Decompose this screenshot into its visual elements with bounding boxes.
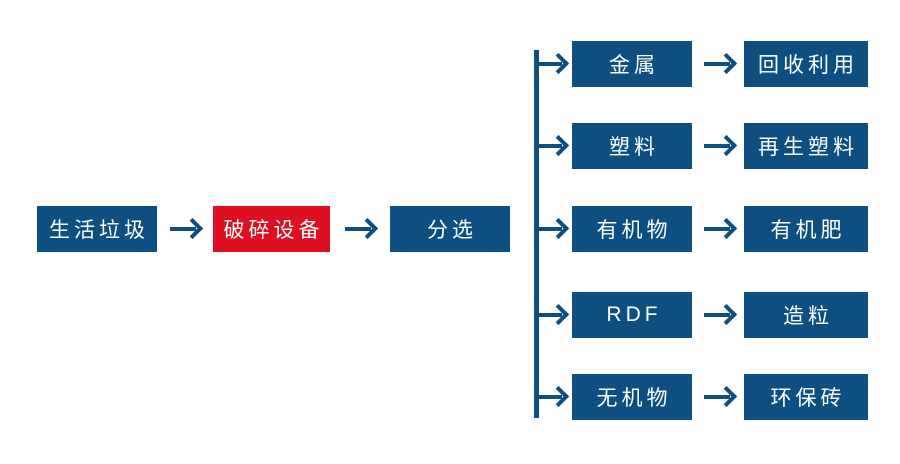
node-sorting: 分选 [390, 206, 510, 252]
branch-arrow-icon [536, 395, 562, 399]
node-household-waste: 生活垃圾 [37, 206, 157, 252]
flow-arrow-icon [704, 395, 730, 399]
branch-arrow-icon [536, 227, 562, 231]
node-recycling: 回收利用 [744, 41, 868, 87]
node-rdf: RDF [572, 292, 692, 338]
flow-arrow-icon [704, 227, 730, 231]
node-metal: 金属 [572, 41, 692, 87]
node-recycled-plastic: 再生塑料 [744, 123, 868, 169]
branch-spine-line [534, 50, 539, 418]
flow-arrow-icon [345, 227, 371, 231]
node-eco-brick: 环保砖 [744, 374, 868, 420]
branch-arrow-icon [536, 62, 562, 66]
node-granulation: 造粒 [744, 292, 868, 338]
branch-arrow-icon [536, 144, 562, 148]
node-plastic: 塑料 [572, 123, 692, 169]
node-inorganic: 无机物 [572, 374, 692, 420]
flow-arrow-icon [704, 144, 730, 148]
node-crusher: 破碎设备 [213, 206, 330, 252]
node-organic-fertilizer: 有机肥 [744, 206, 868, 252]
branch-arrow-icon [536, 313, 562, 317]
flow-arrow-icon [704, 62, 730, 66]
flow-arrow-icon [704, 313, 730, 317]
flow-arrow-icon [170, 227, 196, 231]
node-organic: 有机物 [572, 206, 692, 252]
